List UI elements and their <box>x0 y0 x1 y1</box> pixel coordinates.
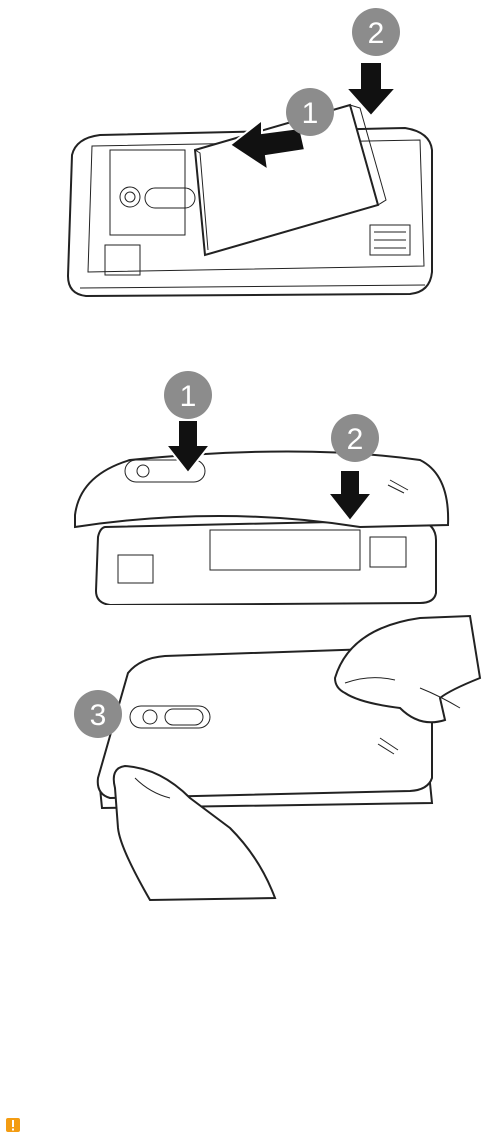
step-badge-3: 3 <box>74 690 122 738</box>
step-number: 2 <box>347 423 364 456</box>
step-badge-1: 1 <box>164 371 212 419</box>
step-number: 3 <box>90 699 107 732</box>
battery-insert-illustration: 1 2 <box>0 0 483 310</box>
battery-insert-drawing: 1 2 <box>0 0 483 310</box>
back-cover <box>75 452 448 528</box>
arrow-down <box>346 62 396 116</box>
step-number: 1 <box>302 97 319 130</box>
phone-frame <box>96 520 436 605</box>
warning-icon <box>6 1118 20 1132</box>
step-number: 1 <box>180 380 197 413</box>
back-cover-place-drawing: 1 2 <box>0 365 483 605</box>
back-cover-press-illustration: 3 <box>0 608 483 908</box>
step-badge-1: 1 <box>286 88 334 136</box>
step-badge-2: 2 <box>331 414 379 462</box>
step-number: 2 <box>368 17 385 50</box>
step-badge-2: 2 <box>352 8 400 56</box>
back-cover-place-illustration: 1 2 <box>0 365 483 605</box>
back-cover-press-drawing: 3 <box>0 608 483 908</box>
